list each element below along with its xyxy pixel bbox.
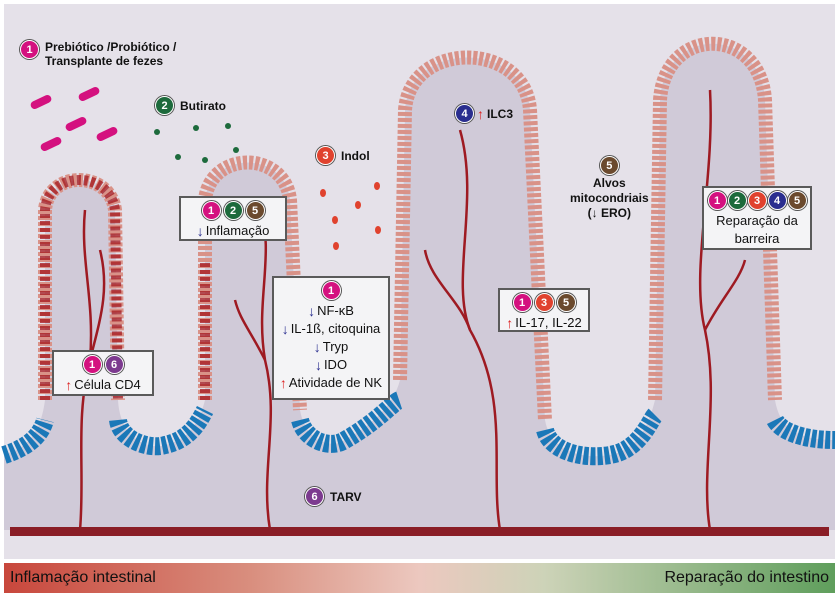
mito-label-line3: (↓ ERO) [587,206,632,220]
badge-2: 2 [223,201,243,220]
badge-1: 1 [20,40,39,59]
ido-text: IDO [323,357,348,372]
butyrate-label: Butirato [180,98,226,113]
gradient-right-label: Reparação do intestino [664,569,829,586]
il17-text: IL-17, IL-22 [515,315,582,330]
badge-1: 1 [321,281,341,300]
badge-3: 3 [316,146,335,165]
badge-5: 5 [245,201,265,220]
badge-3: 3 [534,293,554,312]
badge-1: 1 [707,191,727,210]
gradient-left-label: Inflamação intestinal [10,569,156,586]
badge-6: 6 [305,487,324,506]
nk-text: Atividade de NK [288,375,383,390]
legend-prebiotic: 1 Prebiótico /Probiótico / Transplante d… [20,40,176,68]
indole-dots [320,182,381,250]
down-arrow-icon: ↓ [314,357,322,373]
tryp-line: ↓ Tryp [274,338,388,356]
barreira-line1: Reparação da [716,213,798,228]
badge-5: 5 [556,293,576,312]
box-cd4: 1 6 ↑ Célula CD4 [52,350,154,396]
badge-1: 1 [201,201,221,220]
nk-line: ↑ Atividade de NK [274,374,388,392]
legend-indole: 3 Indol [316,146,370,165]
il1b-text: IL-1ß, citoquina [290,321,381,336]
nfkb-text: NF-κB [317,303,354,318]
box-il17: 1 3 5 ↑ IL-17, IL-22 [498,288,590,332]
il1b-line: ↓ IL-1ß, citoquina [274,320,388,338]
badge-5: 5 [787,191,807,210]
legend-butyrate: 2 Butirato [155,96,226,115]
cd4-text: Célula CD4 [74,377,141,392]
badge-2: 2 [727,191,747,210]
mito-label-line1: Alvos [593,176,626,190]
legend-mitochondrial: 5 Alvos mitocondriais (↓ ERO) [570,156,649,220]
ilc3-text: ILC3 [487,106,514,121]
up-arrow-icon: ↑ [477,105,484,122]
villi-tissue [4,43,835,530]
indole-label: Indol [341,148,370,163]
basement-membrane [10,527,829,536]
crypt-epithelium [1,391,836,466]
badge-4: 4 [455,104,474,123]
ido-line: ↓ IDO [274,356,388,374]
badge-2: 2 [155,96,174,115]
up-arrow-icon: ↑ [279,375,287,391]
badge-3: 3 [747,191,767,210]
inflamed-epithelium [40,175,210,401]
up-arrow-icon: ↑ [65,377,73,393]
badge-1: 1 [82,355,102,374]
tarv-label: TARV [330,489,362,504]
legend-tarv: 6 TARV [305,487,362,506]
badge-5: 5 [599,156,619,175]
up-arrow-icon: ↑ [506,315,514,331]
down-arrow-icon: ↓ [281,321,289,337]
nfkb-line: ↓ NF-κB [274,302,388,320]
down-arrow-icon: ↓ [196,223,204,239]
prebiotic-label-line1: Prebiótico /Probiótico / [45,40,177,54]
badge-1: 1 [512,293,532,312]
prebiotic-label-line2: Transplante de fezes [45,54,164,68]
probiotic-rods [30,87,118,151]
down-arrow-icon: ↓ [313,339,321,355]
badge-6: 6 [104,355,124,374]
butyrate-dots [154,123,239,163]
barreira-line2: barreira [734,231,780,246]
mito-label-line2: mitocondriais [570,191,649,205]
tryp-text: Tryp [322,339,349,354]
ilc3-label: 4 ↑ ILC3 [455,104,513,123]
badge-4: 4 [767,191,787,210]
down-arrow-icon: ↓ [308,303,316,319]
box-barreira: 1 2 3 4 5 Reparação da barreira [702,186,812,250]
box-inflamacao: 1 2 5 ↓ Inflamação [179,196,287,241]
blood-vessels [78,89,747,531]
inflamacao-text: Inflamação [205,223,270,238]
box-nfkb: 1 ↓ NF-κB ↓ IL-1ß, citoquina ↓ Tryp ↓ ID… [272,276,390,400]
gradient-bar [4,563,835,593]
